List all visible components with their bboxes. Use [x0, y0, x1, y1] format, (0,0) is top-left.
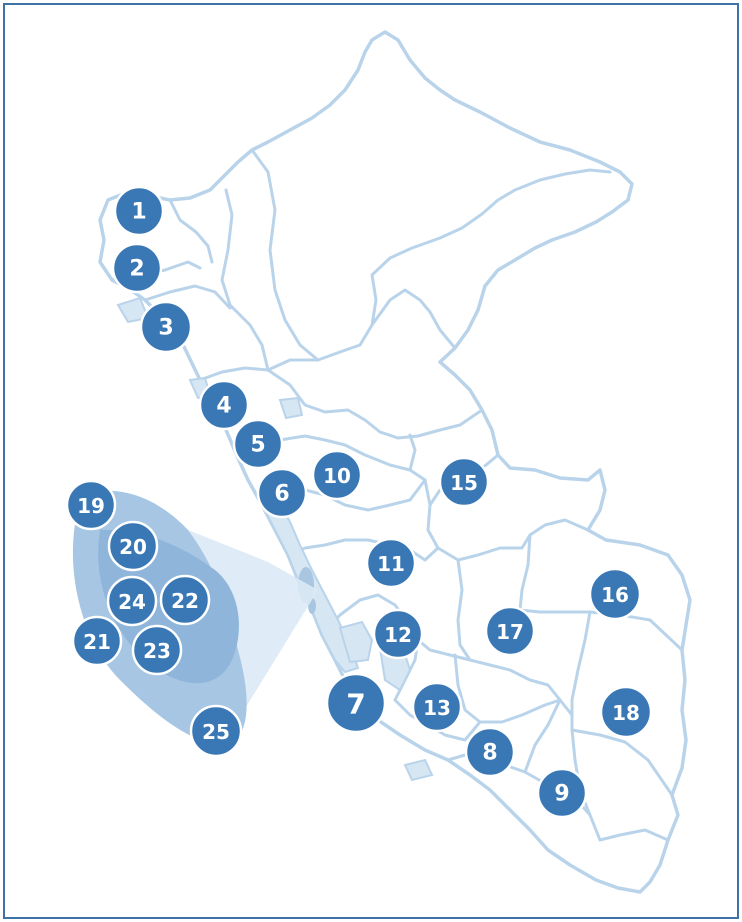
boundary-line — [523, 698, 562, 774]
marker-3[interactable]: 3 — [139, 300, 193, 354]
boundary-line — [220, 188, 270, 372]
marker-19[interactable]: 19 — [65, 479, 117, 531]
marker-25[interactable]: 25 — [189, 704, 243, 758]
marker-label: 3 — [158, 316, 173, 341]
marker-15[interactable]: 15 — [438, 456, 490, 508]
country-outline — [98, 30, 692, 894]
boundary-line — [570, 728, 674, 797]
marker-5[interactable]: 5 — [232, 418, 284, 470]
marker-label: 24 — [118, 590, 146, 614]
marker-label: 25 — [202, 720, 230, 744]
marker-label: 7 — [346, 688, 365, 721]
marker-21[interactable]: 21 — [71, 615, 123, 667]
marker-8[interactable]: 8 — [464, 726, 516, 778]
marker-11[interactable]: 11 — [365, 537, 417, 589]
boundary-line — [168, 198, 214, 264]
marker-10[interactable]: 10 — [311, 449, 363, 501]
marker-label: 11 — [377, 552, 405, 576]
marker-label: 15 — [450, 471, 478, 495]
boundary-line — [456, 558, 472, 662]
marker-label: 6 — [274, 482, 289, 507]
boundary-line — [416, 638, 574, 717]
marker-1[interactable]: 1 — [113, 185, 165, 237]
boundary-line — [286, 538, 440, 562]
boundary-line — [198, 366, 484, 440]
marker-4[interactable]: 4 — [198, 379, 250, 431]
marker-label: 13 — [423, 696, 451, 720]
marker-16[interactable]: 16 — [588, 567, 642, 621]
marker-18[interactable]: 18 — [599, 685, 653, 739]
marker-label: 12 — [384, 623, 412, 647]
coastal-patch — [403, 758, 434, 782]
boundary-line — [250, 148, 320, 362]
marker-label: 9 — [554, 782, 569, 807]
boundary-line — [408, 433, 417, 472]
marker-label: 10 — [323, 464, 351, 488]
boundary-line — [528, 518, 590, 537]
marker-label: 8 — [482, 741, 497, 766]
marker-23[interactable]: 23 — [131, 624, 183, 676]
marker-label: 16 — [601, 583, 629, 607]
marker-label: 17 — [496, 620, 524, 644]
marker-9[interactable]: 9 — [536, 767, 588, 819]
coastal-patch — [278, 396, 304, 420]
boundary-line — [598, 828, 670, 842]
boundary-line — [266, 168, 612, 372]
marker-12[interactable]: 12 — [372, 608, 424, 660]
marker-20[interactable]: 20 — [107, 520, 159, 572]
marker-22[interactable]: 22 — [159, 574, 211, 626]
marker-label: 23 — [143, 639, 171, 663]
boundary-line — [518, 533, 684, 652]
marker-13[interactable]: 13 — [411, 681, 463, 733]
marker-label: 18 — [612, 701, 640, 725]
marker-label: 1 — [131, 200, 146, 225]
marker-24[interactable]: 24 — [106, 575, 158, 627]
marker-label: 4 — [216, 394, 231, 419]
marker-2[interactable]: 2 — [111, 242, 163, 294]
boundary-line — [453, 653, 562, 724]
marker-label: 22 — [171, 589, 199, 613]
marker-label: 5 — [250, 433, 265, 458]
marker-6[interactable]: 6 — [256, 467, 308, 519]
marker-label: 2 — [129, 257, 144, 282]
marker-label: 21 — [83, 630, 111, 654]
marker-7[interactable]: 7 — [325, 672, 387, 734]
boundary-line — [143, 284, 232, 310]
marker-17[interactable]: 17 — [484, 605, 536, 657]
marker-label: 20 — [119, 535, 147, 559]
marker-label: 19 — [77, 494, 105, 518]
boundary-line — [370, 288, 457, 350]
coastal-patch — [338, 620, 374, 664]
